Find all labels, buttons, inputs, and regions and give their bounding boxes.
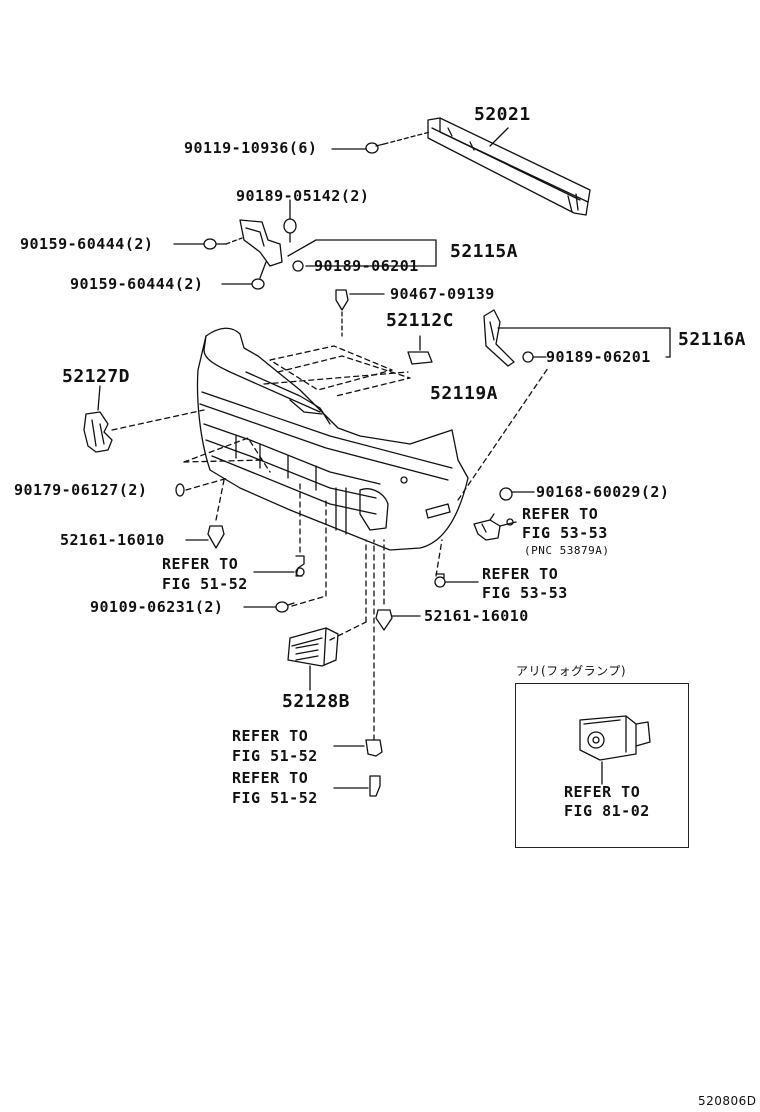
bracket-pnc-53879A — [473, 513, 514, 541]
screw-icon — [369, 775, 381, 797]
refer-to-label: REFER TO — [162, 555, 239, 573]
pnc-note: (PNC 53879A) — [524, 544, 610, 557]
bolt-icon — [365, 142, 385, 154]
fog-lamp — [579, 715, 651, 761]
bolt-icon — [203, 238, 227, 250]
part-label-52115A: 52115A — [450, 241, 519, 262]
bolt-icon — [251, 261, 267, 290]
location-lines — [111, 345, 549, 741]
part-label-90168: 90168-60029(2) — [536, 483, 670, 501]
part-label-90109: 90109-06231(2) — [90, 598, 224, 616]
refer-to-label: REFER TO — [564, 783, 641, 801]
part-label-90159-upper: 90159-60444(2) — [20, 235, 154, 253]
part-label-52021: 52021 — [474, 104, 531, 125]
nut-icon — [365, 739, 383, 757]
refer-to-label: REFER TO — [522, 505, 599, 523]
side-retainer-left — [83, 411, 113, 453]
bolt-icon — [295, 555, 305, 577]
refer-to-label: REFER TO — [232, 727, 309, 745]
clip-icon — [175, 483, 185, 497]
nut-icon — [499, 487, 513, 501]
refer-fig-label: FIG 81-02 — [564, 802, 650, 820]
clip-icon — [207, 525, 225, 549]
fog-lamp-inset — [515, 683, 689, 848]
part-label-90189-05142: 90189-05142(2) — [236, 187, 370, 205]
refer-fig-label: FIG 53-53 — [482, 584, 568, 602]
retainer-bracket-right — [483, 309, 515, 367]
part-label-90159-lower: 90159-60444(2) — [70, 275, 204, 293]
bolt-icon — [434, 573, 446, 588]
refer-fig-label: FIG 53-53 — [522, 524, 608, 542]
clip-icon — [335, 289, 349, 311]
part-label-52116A: 52116A — [678, 329, 747, 350]
part-label-90189-06201-left: 90189-06201 — [314, 257, 419, 275]
refer-fig-label: FIG 51-52 — [162, 575, 248, 593]
part-label-52119A: 52119A — [430, 383, 499, 404]
part-label-52112C: 52112C — [386, 310, 455, 331]
clip-icon — [375, 609, 393, 631]
bracket-icon — [407, 351, 433, 365]
part-label-90467: 90467-09139 — [390, 285, 495, 303]
refer-fig-label: FIG 51-52 — [232, 789, 318, 807]
nut-icon — [292, 260, 304, 272]
bolt-icon — [275, 601, 295, 613]
part-label-52161-lower: 52161-16010 — [424, 607, 529, 625]
part-label-52127D: 52127D — [62, 366, 131, 387]
figure-id: 520806D — [698, 1094, 757, 1108]
part-label-90179: 90179-06127(2) — [14, 481, 148, 499]
part-label-52128B: 52128B — [282, 691, 351, 712]
nut-icon — [522, 351, 534, 363]
part-label-52161-upper: 52161-16010 — [60, 531, 165, 549]
refer-to-label: REFER TO — [232, 769, 309, 787]
refer-to-label: REFER TO — [482, 565, 559, 583]
screw-icon — [283, 218, 297, 243]
retainer-bracket-left — [239, 219, 283, 267]
bumper-hole-cover — [287, 627, 339, 667]
inset-title: アリ(フォグランプ) — [516, 664, 627, 678]
part-label-90119: 90119-10936(6) — [184, 139, 318, 157]
part-label-90189-06201-right: 90189-06201 — [546, 348, 651, 366]
bumper-cover — [196, 327, 469, 551]
refer-fig-label: FIG 51-52 — [232, 747, 318, 765]
bumper-reinforcement — [427, 117, 591, 216]
